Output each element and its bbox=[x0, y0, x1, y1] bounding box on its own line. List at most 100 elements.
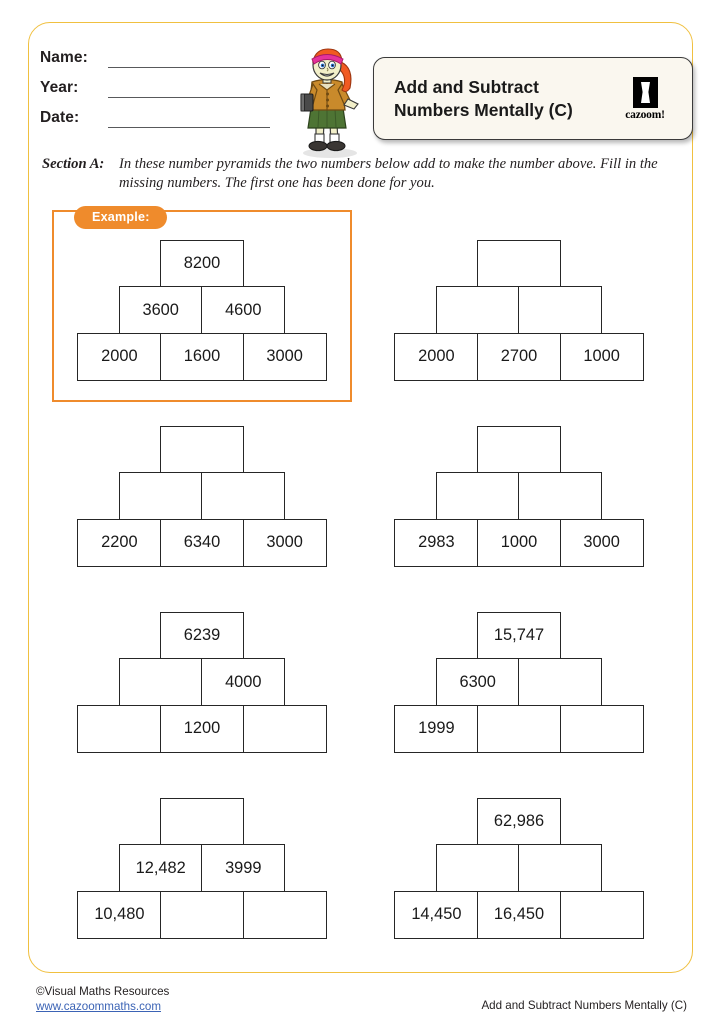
pyramid-row-top: 15,747 bbox=[389, 611, 649, 660]
cazoom-website-link[interactable]: www.cazoommaths.com bbox=[36, 1000, 161, 1013]
pyramid-cell[interactable] bbox=[435, 844, 520, 893]
pyramid-cell[interactable]: 1600 bbox=[160, 332, 244, 381]
pyramid-cell[interactable] bbox=[435, 286, 520, 335]
pyramid-cell[interactable] bbox=[160, 425, 244, 474]
date-field-label: Date: bbox=[40, 109, 80, 126]
year-input-line[interactable] bbox=[108, 81, 270, 98]
pyramid-cell[interactable]: 6340 bbox=[160, 518, 244, 567]
pyramid-cell[interactable] bbox=[242, 704, 327, 753]
pyramid-q7: 62,986 14,450 16,450 bbox=[389, 797, 649, 939]
section-label: Section A: bbox=[42, 156, 105, 172]
pyramid-cell[interactable] bbox=[435, 472, 520, 521]
pyramid-cell[interactable] bbox=[518, 286, 603, 335]
pyramid-cell[interactable] bbox=[559, 890, 644, 939]
pyramid-row-bottom: 2000 2700 1000 bbox=[389, 332, 649, 381]
pyramid-cell[interactable]: 3000 bbox=[242, 518, 327, 567]
pyramid-q5: 15,747 6300 1999 bbox=[389, 611, 649, 753]
section-instruction-text: In these number pyramids the two numbers… bbox=[119, 156, 658, 191]
footer-doc-title: Add and Subtract Numbers Mentally (C) bbox=[481, 999, 687, 1012]
title-line-1: Add and Subtract bbox=[394, 76, 539, 97]
pyramid-q4: 6239 4000 1200 bbox=[72, 611, 332, 753]
pyramid-row-top: 62,986 bbox=[389, 797, 649, 846]
pyramid-cell[interactable] bbox=[477, 704, 561, 753]
pyramid-row-middle: 4000 bbox=[72, 658, 332, 707]
pyramid-cell[interactable]: 12,482 bbox=[118, 844, 203, 893]
pyramid-cell[interactable]: 14,450 bbox=[394, 890, 479, 939]
pyramid-q1: 2000 2700 1000 bbox=[389, 239, 649, 381]
pyramid-row-middle: 6300 bbox=[389, 658, 649, 707]
pyramid-row-middle: 12,482 3999 bbox=[72, 844, 332, 893]
schoolgirl-mascot-icon bbox=[286, 46, 370, 158]
example-container bbox=[52, 210, 352, 402]
footer-left: ©Visual Maths Resources www.cazoommaths.… bbox=[36, 984, 169, 1014]
pyramid-row-middle bbox=[389, 844, 649, 893]
pyramid-cell[interactable]: 1200 bbox=[160, 704, 244, 753]
pyramid-cell[interactable]: 10,480 bbox=[77, 890, 162, 939]
pyramid-row-top bbox=[72, 425, 332, 474]
worksheet-header: Name: Year: Date: bbox=[28, 22, 693, 158]
pyramid-row-top: 6239 bbox=[72, 611, 332, 660]
cazoom-wordmark: cazoom! bbox=[625, 108, 665, 121]
pyramid-cell[interactable] bbox=[242, 890, 327, 939]
student-details-block: Name: Year: Date: bbox=[40, 38, 270, 128]
name-input-line[interactable] bbox=[108, 51, 270, 68]
pyramid-cell[interactable] bbox=[477, 239, 561, 288]
pyramid-cell[interactable]: 3000 bbox=[242, 332, 327, 381]
pyramid-q2: 2200 6340 3000 bbox=[72, 425, 332, 567]
pyramid-cell[interactable] bbox=[201, 472, 286, 521]
pyramid-cell[interactable] bbox=[160, 890, 244, 939]
pyramid-cell[interactable]: 2000 bbox=[77, 332, 162, 381]
pyramid-cell[interactable] bbox=[160, 797, 244, 846]
pyramid-cell[interactable]: 2700 bbox=[477, 332, 561, 381]
date-input-line[interactable] bbox=[108, 111, 270, 128]
pyramid-row-top bbox=[389, 425, 649, 474]
date-field-row: Date: bbox=[40, 98, 270, 128]
worksheet-title-box: Add and Subtract Numbers Mentally (C) ca… bbox=[373, 57, 693, 140]
pyramid-cell[interactable] bbox=[477, 425, 561, 474]
pyramid-cell[interactable] bbox=[559, 704, 644, 753]
section-instructions: Section A: In these number pyramids the … bbox=[42, 155, 692, 193]
pyramid-cell[interactable]: 15,747 bbox=[477, 611, 561, 660]
name-field-row: Name: bbox=[40, 38, 270, 68]
pyramid-cell[interactable] bbox=[518, 844, 603, 893]
pyramid-cell[interactable] bbox=[77, 704, 162, 753]
pyramid-cell[interactable]: 62,986 bbox=[477, 797, 561, 846]
pyramid-cell[interactable]: 6300 bbox=[435, 658, 520, 707]
year-field-row: Year: bbox=[40, 68, 270, 98]
pyramid-cell[interactable]: 16,450 bbox=[477, 890, 561, 939]
pyramid-q6: 12,482 3999 10,480 bbox=[72, 797, 332, 939]
pyramid-cell[interactable]: 6239 bbox=[160, 611, 244, 660]
pyramid-row-bottom: 1200 bbox=[72, 704, 332, 753]
pyramid-cell[interactable]: 1000 bbox=[477, 518, 561, 567]
pyramid-cell[interactable]: 2200 bbox=[77, 518, 162, 567]
pyramid-q3: 2983 1000 3000 bbox=[389, 425, 649, 567]
pyramid-cell[interactable] bbox=[118, 658, 203, 707]
pyramid-cell[interactable]: 8200 bbox=[160, 239, 244, 288]
year-field-label: Year: bbox=[40, 79, 79, 96]
pyramid-row-top bbox=[389, 239, 649, 288]
pyramid-cell[interactable]: 3600 bbox=[118, 286, 203, 335]
pyramid-cell[interactable]: 4000 bbox=[201, 658, 286, 707]
copyright-text: ©Visual Maths Resources bbox=[36, 985, 170, 998]
pyramid-cell[interactable]: 1999 bbox=[394, 704, 479, 753]
pyramid-cell[interactable]: 3999 bbox=[201, 844, 286, 893]
example-badge: Example: bbox=[74, 206, 167, 229]
pyramid-row-middle bbox=[389, 472, 649, 521]
pyramid-cell[interactable]: 2983 bbox=[394, 518, 479, 567]
pyramid-row-bottom: 2000 1600 3000 bbox=[72, 332, 332, 381]
pyramid-row-middle bbox=[72, 472, 332, 521]
pyramid-cell[interactable]: 4600 bbox=[201, 286, 286, 335]
pyramid-cell[interactable] bbox=[118, 472, 203, 521]
name-field-label: Name: bbox=[40, 49, 88, 66]
pyramid-row-bottom: 10,480 bbox=[72, 890, 332, 939]
pyramid-cell[interactable]: 3000 bbox=[559, 518, 644, 567]
pyramid-cell[interactable]: 2000 bbox=[394, 332, 479, 381]
pyramid-row-top: 8200 bbox=[72, 239, 332, 288]
pyramid-cell[interactable] bbox=[518, 658, 603, 707]
pyramid-cell[interactable]: 1000 bbox=[559, 332, 644, 381]
title-line-2: Numbers Mentally (C) bbox=[394, 99, 573, 120]
pyramid-example: 8200 3600 4600 2000 1600 3000 bbox=[72, 239, 332, 381]
pyramid-row-bottom: 2983 1000 3000 bbox=[389, 518, 649, 567]
pyramid-row-top bbox=[72, 797, 332, 846]
pyramid-cell[interactable] bbox=[518, 472, 603, 521]
